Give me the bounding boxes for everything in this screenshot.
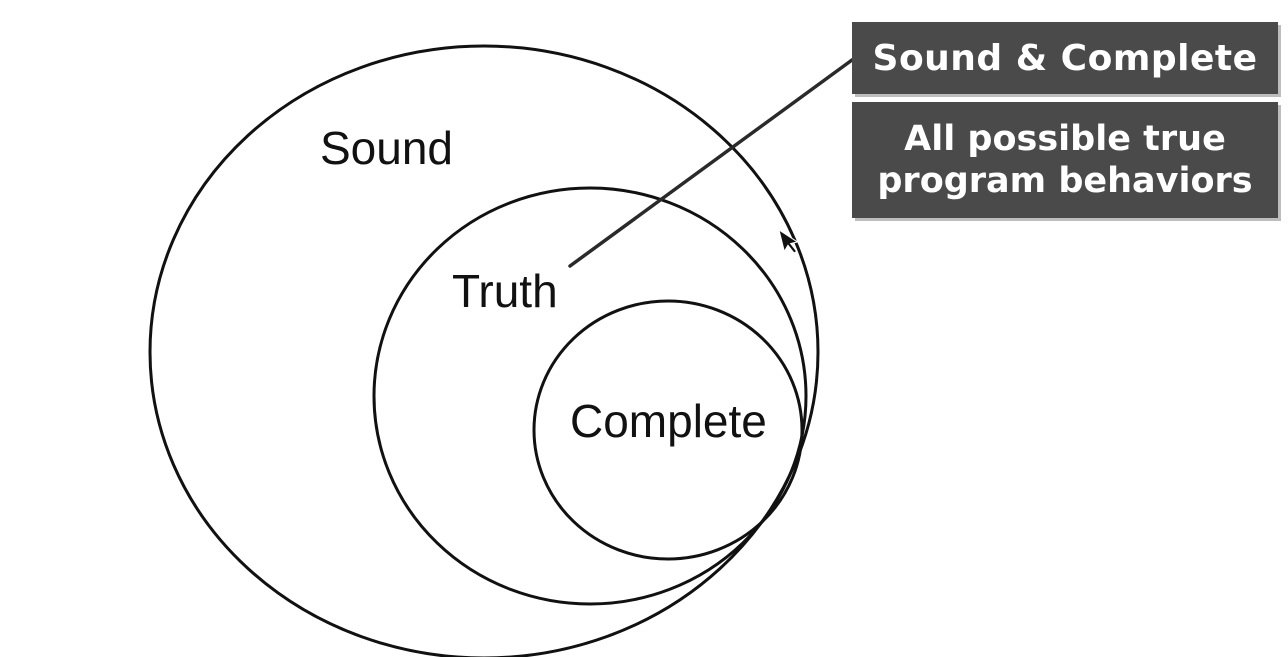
callout-description-line-2: program behaviors bbox=[877, 161, 1253, 201]
callout-description-text: All possible true program behaviors bbox=[877, 118, 1252, 202]
callout-title-text: Sound & Complete bbox=[872, 37, 1258, 79]
truth-label: Truth bbox=[452, 265, 558, 317]
sound-label: Sound bbox=[320, 122, 453, 174]
callout-title-box: Sound & Complete bbox=[852, 22, 1278, 94]
callout-description-box: All possible true program behaviors bbox=[852, 102, 1278, 218]
callout-description-line-1: All possible true bbox=[904, 119, 1226, 159]
mouse-cursor-icon bbox=[778, 228, 799, 254]
sound-circle bbox=[148, 44, 820, 657]
truth-circle bbox=[372, 186, 808, 606]
complete-circle bbox=[532, 299, 804, 561]
callout-pointer-line bbox=[568, 58, 854, 268]
complete-label: Complete bbox=[570, 395, 767, 447]
